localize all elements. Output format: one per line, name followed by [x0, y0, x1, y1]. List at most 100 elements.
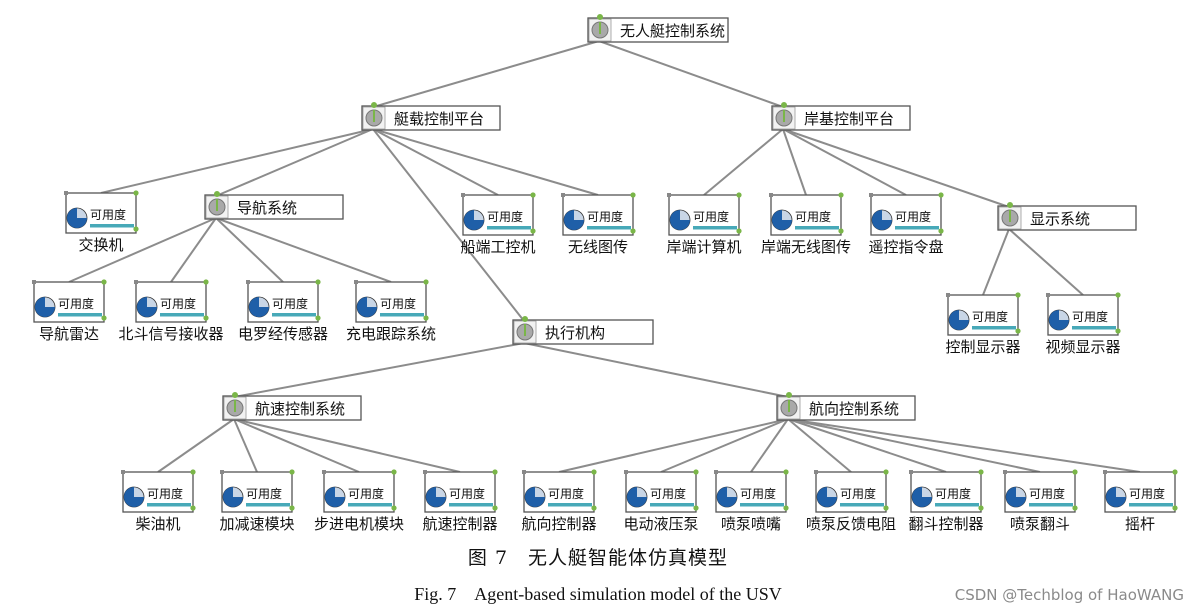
agent-inner-label: 可用度 [1029, 486, 1065, 501]
agent-node-label: 喷泵反馈电阻 [806, 515, 896, 533]
availability-bar [246, 503, 290, 507]
edge-heading-feedback [787, 418, 852, 473]
agent-node-label: 无线图传 [568, 238, 628, 256]
handle-square-icon [869, 193, 873, 197]
handle-square-icon [322, 470, 326, 474]
agent-node-label: 摇杆 [1125, 515, 1155, 533]
handle-square-icon [461, 193, 465, 197]
availability-bar [160, 313, 204, 317]
agent-node-label: 电动液压泵 [623, 515, 698, 533]
handle-square-icon [624, 470, 628, 474]
agent-node-label: 航速控制器 [422, 515, 497, 533]
agent-node-label: 导航雷达 [39, 325, 99, 343]
edge-shore-shorepc [703, 128, 784, 196]
handle-dot-icon [133, 226, 139, 232]
edge-display-ctrldisp [982, 228, 1010, 296]
system-node-label: 艇载控制平台 [394, 110, 484, 128]
edge-usv-onboard [372, 40, 600, 108]
availability-bar [935, 503, 979, 507]
availability-bar [1129, 503, 1173, 507]
handle-square-icon [1103, 470, 1107, 474]
handle-square-icon [561, 193, 565, 197]
edge-usv-shore [598, 40, 784, 108]
availability-bar [487, 226, 531, 230]
system-node-label: 显示系统 [1030, 210, 1090, 228]
handle-square-icon [814, 470, 818, 474]
system-node-nav: 导航系统 [204, 191, 344, 220]
handle-dot-icon [781, 102, 787, 108]
gauge-fill-icon [1049, 310, 1069, 330]
edge-speed-stepper [233, 418, 360, 473]
handle-dot-icon [978, 505, 984, 511]
agent-node-label: 交换机 [78, 236, 123, 254]
system-node-onboard: 艇载控制平台 [361, 102, 501, 131]
edge-shore-shorewireless [782, 128, 807, 196]
handle-dot-icon [190, 469, 196, 475]
handle-dot-icon [597, 14, 603, 20]
agent-tree-diagram: 无人艇控制系统艇载控制平台岸基控制平台可用度交换机导航系统可用度船端工控机可用度… [32, 14, 1178, 533]
edge-actuator-speed [233, 342, 525, 398]
nodes-layer: 无人艇控制系统艇载控制平台岸基控制平台可用度交换机导航系统可用度船端工控机可用度… [32, 14, 1178, 533]
system-node-label: 岸基控制平台 [804, 110, 894, 128]
system-node-shore: 岸基控制平台 [771, 102, 911, 131]
handle-dot-icon [371, 102, 377, 108]
agent-node-label: 柴油机 [135, 515, 180, 533]
handle-square-icon [522, 470, 526, 474]
csdn-watermark: CSDN @Techblog of HaoWANG [954, 586, 1184, 604]
handle-dot-icon [736, 228, 742, 234]
handle-square-icon [423, 470, 427, 474]
agent-node-label: 北斗信号接收器 [118, 325, 223, 343]
handle-dot-icon [786, 392, 792, 398]
availability-bar [840, 503, 884, 507]
gauge-fill-icon [717, 487, 737, 507]
handle-dot-icon [315, 315, 321, 321]
agent-inner-label: 可用度 [650, 486, 686, 501]
handle-dot-icon [783, 505, 789, 511]
handle-square-icon [714, 470, 718, 474]
system-node-label: 执行机构 [545, 324, 605, 342]
agent-inner-label: 可用度 [272, 296, 308, 311]
handle-dot-icon [101, 279, 107, 285]
agent-inner-label: 可用度 [795, 209, 831, 224]
handle-dot-icon [838, 192, 844, 198]
handle-square-icon [909, 470, 913, 474]
edge-onboard-actuator [372, 128, 525, 322]
edge-display-videodisp [1008, 228, 1084, 296]
handle-dot-icon [783, 469, 789, 475]
agent-inner-label: 可用度 [348, 486, 384, 501]
agent-node-label: 电罗经传感器 [238, 325, 328, 343]
gauge-fill-icon [949, 310, 969, 330]
agent-inner-label: 可用度 [1072, 309, 1108, 324]
edge-nav-compass [215, 217, 284, 283]
handle-square-icon [32, 280, 36, 284]
handle-dot-icon [883, 469, 889, 475]
agent-node-label: 翻斗控制器 [908, 515, 983, 533]
gauge-fill-icon [223, 487, 243, 507]
agent-inner-label: 可用度 [972, 309, 1008, 324]
availability-bar [693, 226, 737, 230]
agent-inner-label: 可用度 [487, 209, 523, 224]
edge-heading-bucket [787, 418, 1041, 473]
handle-square-icon [667, 193, 671, 197]
edge-heading-pump [660, 418, 789, 473]
gauge-fill-icon [249, 297, 269, 317]
handle-dot-icon [1072, 469, 1078, 475]
handle-dot-icon [1172, 469, 1178, 475]
gauge-fill-icon [325, 487, 345, 507]
agent-node-label: 喷泵喷嘴 [721, 515, 781, 533]
handle-square-icon [354, 280, 358, 284]
availability-bar [90, 224, 134, 228]
handle-dot-icon [232, 392, 238, 398]
handle-dot-icon [289, 505, 295, 511]
